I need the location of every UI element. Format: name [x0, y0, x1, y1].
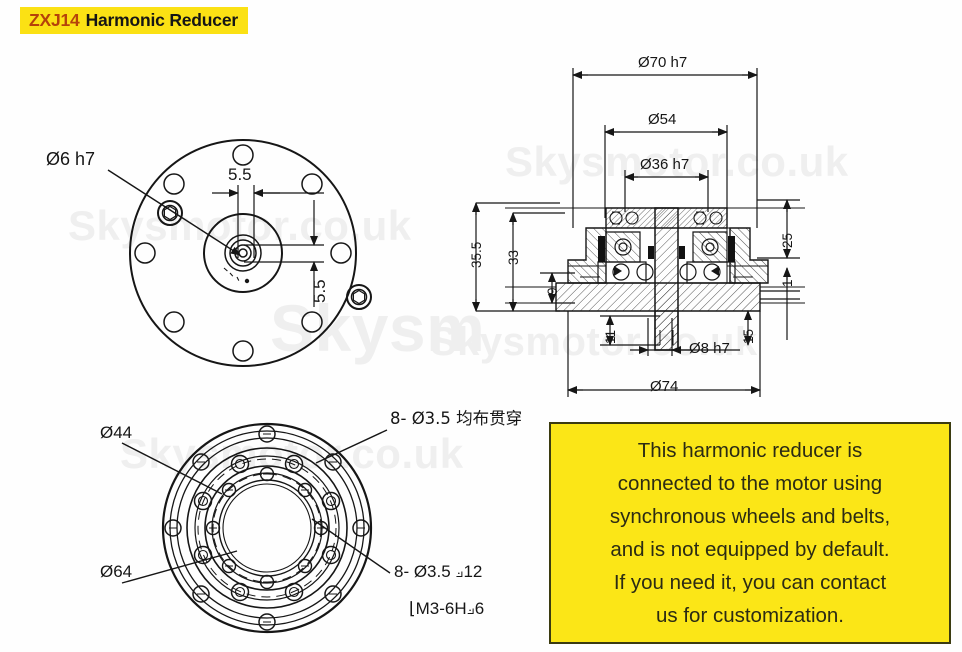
dim-outer-bolt-circle: Ø64 — [100, 562, 133, 581]
note-tapped-holes: 8- Ø3.5 ⟓12 — [394, 562, 483, 581]
rear-flange-geometry — [121, 422, 391, 634]
note-through-holes: 8- Ø3.5 均布贯穿 — [390, 409, 523, 428]
dim-top-step: 25 — [780, 232, 795, 248]
model-code: ZXJ14 — [29, 9, 80, 30]
dim-shaft-diameter: Ø8 h7 — [689, 340, 730, 357]
dim-inner-bolt-circle: Ø44 — [100, 423, 133, 442]
dim-inner-diameter: Ø36 h7 — [640, 156, 690, 173]
note-line: synchronous wheels and belts, — [609, 505, 891, 528]
dim-shaft-length: 11 — [603, 329, 618, 344]
dim-total-height: 35.5 — [469, 241, 484, 268]
customization-note-box: This harmonic reducer is connected to th… — [549, 422, 951, 644]
dim-bore-diameter: Ø6 h7 — [46, 149, 96, 169]
front-flange-geometry — [107, 139, 372, 367]
dim-key-horizontal: 5.5 — [228, 165, 252, 184]
dim-mid-diameter: Ø54 — [648, 111, 677, 128]
dim-base-diameter: Ø74 — [650, 378, 679, 395]
dim-body-height: 33 — [506, 249, 521, 265]
dim-key-vertical: 5.5 — [310, 279, 329, 303]
note-line: If you need it, you can contact — [613, 571, 887, 594]
note-thread-spec: ⌊M3-6H⟓6 — [409, 599, 485, 618]
dim-hub-height: 15 — [741, 328, 756, 344]
dim-flange-thickness: 9 — [545, 287, 560, 295]
title-banner: ZXJ14 Harmonic Reducer — [20, 7, 248, 34]
product-name: Harmonic Reducer — [85, 9, 239, 30]
note-line: us for customization. — [656, 604, 844, 627]
note-line: connected to the motor using — [617, 472, 883, 495]
dim-bottom-step: 1 — [780, 279, 795, 287]
cross-section-geometry — [472, 68, 805, 397]
note-line: and is not equipped by default. — [610, 538, 890, 561]
dim-outer-diameter: Ø70 h7 — [638, 54, 688, 71]
note-line: This harmonic reducer is — [637, 439, 863, 462]
